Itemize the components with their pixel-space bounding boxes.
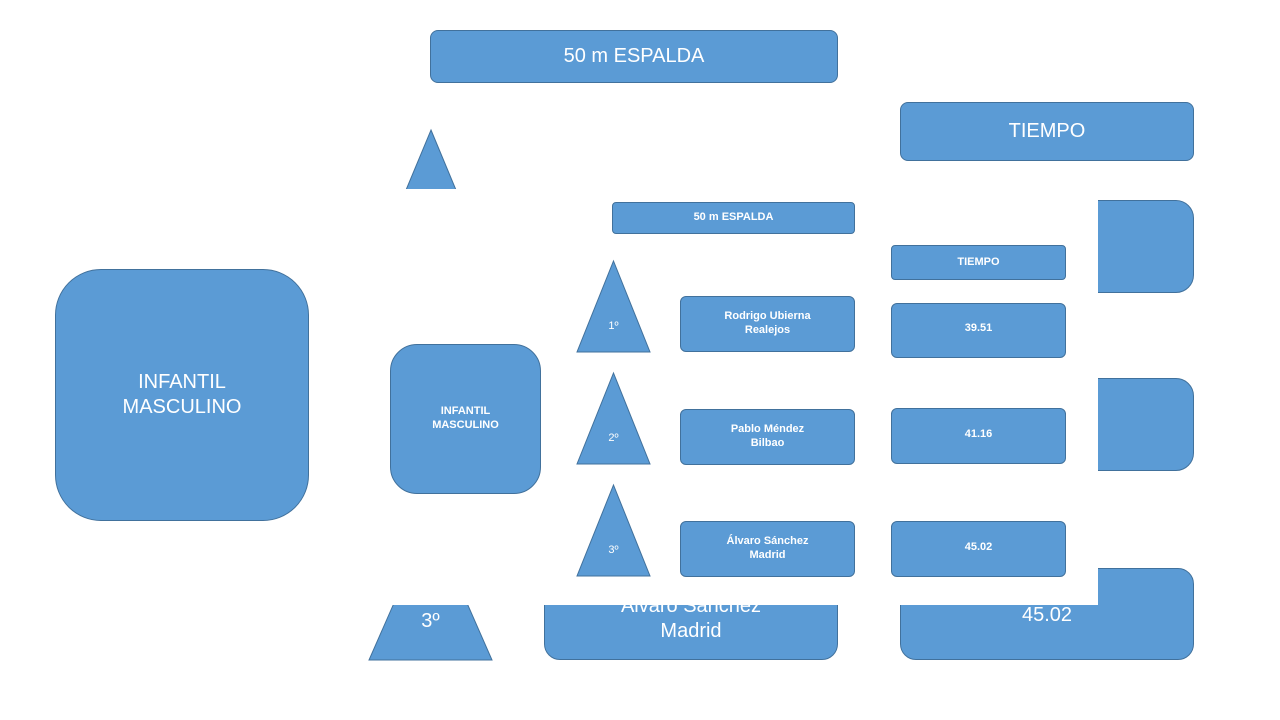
place-triangle-2: 2º (576, 371, 651, 465)
large-place-triangle-1 (405, 128, 457, 191)
time-header: TIEMPO (891, 245, 1066, 280)
time-value-2: 41.16 (891, 408, 1066, 464)
place-label-1: 1º (608, 320, 619, 332)
swimmer-club-2: Bilbao (750, 437, 785, 449)
swimmer-box-1: Rodrigo Ubierna Realejos (680, 296, 855, 352)
large-place-label-3: 3º (421, 610, 440, 632)
large-category-line-2: MASCULINO (122, 396, 242, 418)
large-category-line-1: INFANTIL (138, 371, 226, 393)
swimmer-name-3: Álvaro Sánchez (726, 535, 809, 548)
place-label-3: 3º (608, 544, 619, 556)
large-swimmer-club-3: Madrid (660, 620, 722, 642)
swimmer-box-3: Álvaro Sánchez Madrid (680, 521, 855, 577)
event-title: 50 m ESPALDA (612, 202, 855, 234)
place-triangle-3: 3º (576, 483, 651, 577)
overlay-slide: 50 m ESPALDA TIEMPO INFANTIL MASCULINO 1… (370, 189, 1098, 605)
swimmer-name-1: Rodrigo Ubierna (724, 310, 811, 323)
swimmer-box-2: Pablo Méndez Bilbao (680, 409, 855, 465)
time-value-1: 39.51 (891, 303, 1066, 358)
swimmer-club-3: Madrid (749, 549, 786, 561)
category-box: INFANTIL MASCULINO (390, 344, 541, 494)
category-line-1: INFANTIL (440, 405, 491, 418)
large-event-title: 50 m ESPALDA (430, 30, 838, 83)
place-label-2: 2º (608, 432, 619, 444)
swimmer-club-1: Realejos (744, 324, 791, 336)
time-value-3: 45.02 (891, 521, 1066, 577)
large-category-box: INFANTIL MASCULINO (55, 269, 309, 521)
swimmer-name-2: Pablo Méndez (730, 423, 805, 436)
place-triangle-1: 1º (576, 259, 651, 353)
category-line-2: MASCULINO (432, 419, 499, 431)
large-time-header: TIEMPO (900, 102, 1194, 161)
